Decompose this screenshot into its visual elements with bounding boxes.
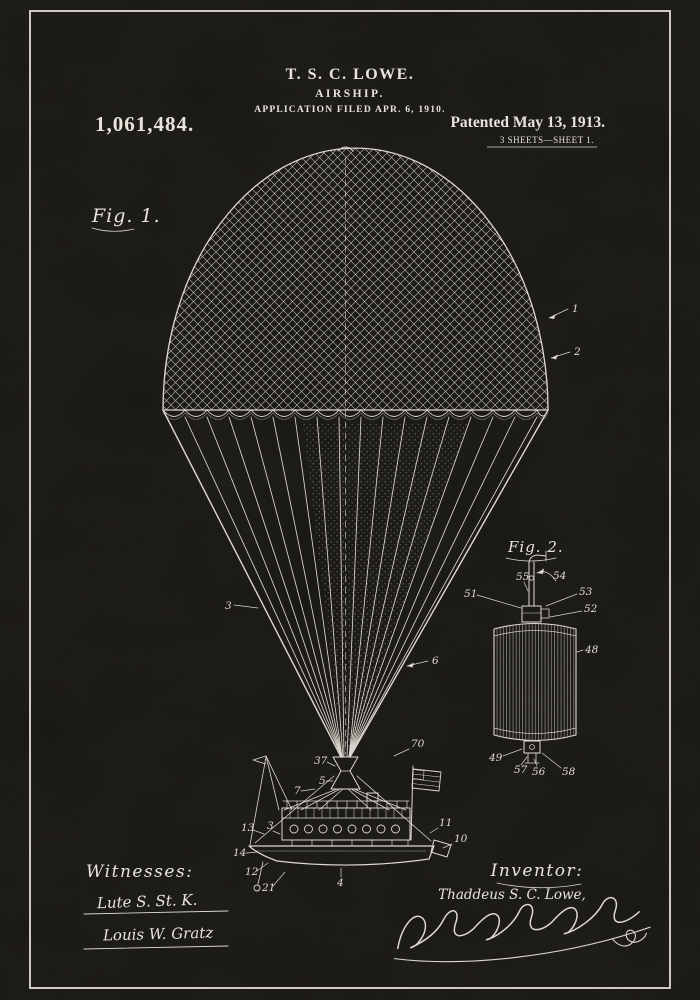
part-label-6: 6 <box>432 655 439 667</box>
part-label-3b: 3 <box>267 820 274 832</box>
part-label-2: 2 <box>573 346 581 358</box>
patent-number: 1,061,484. <box>95 112 194 136</box>
fig2-label: Fig. 2. <box>507 538 564 556</box>
part-label-10: 10 <box>454 833 468 845</box>
part-label-1: 1 <box>572 303 579 315</box>
part-label-55: 55 <box>516 571 530 583</box>
part-label-7: 7 <box>294 785 301 797</box>
patent-title: AIRSHIP. <box>315 88 385 100</box>
patent-inventor-heading: T. S. C. LOWE. <box>286 66 415 83</box>
part-label-56: 56 <box>532 766 546 778</box>
part-label-48: 48 <box>584 644 599 656</box>
part-label-3: 3 <box>225 600 232 612</box>
part-label-57: 57 <box>514 764 528 776</box>
part-label-70: 70 <box>411 738 425 750</box>
sheet-info: 3 SHEETS—SHEET 1. <box>500 135 594 145</box>
part-label-53: 53 <box>579 586 593 598</box>
witnesses-label: Witnesses: <box>86 862 193 882</box>
part-label-12: 12 <box>245 866 259 878</box>
part-label-58: 58 <box>562 766 576 778</box>
inventor-name: Thaddeus S. C. Lowe, <box>438 887 586 903</box>
part-label-13: 13 <box>241 822 255 834</box>
part-label-52: 52 <box>584 603 598 615</box>
witness-signature-1: Lute S. St. K. <box>96 891 198 913</box>
fig1-label: Fig. 1. <box>91 205 161 227</box>
part-label-54: 54 <box>553 570 566 582</box>
part-label-51: 51 <box>464 588 477 600</box>
part-label-11: 11 <box>439 817 452 829</box>
part-label-37: 37 <box>314 755 328 767</box>
part-label-49: 49 <box>488 752 503 764</box>
witness-signature-2: Louis W. Gratz <box>102 924 214 945</box>
part-label-14: 14 <box>233 847 246 859</box>
part-label-5: 5 <box>319 775 326 787</box>
application-filed-line: APPLICATION FILED APR. 6, 1910. <box>254 105 445 115</box>
part-label-21: 21 <box>261 882 275 894</box>
part-label-4: 4 <box>336 877 344 889</box>
inventor-label: Inventor: <box>490 861 584 881</box>
patent-date: Patented May 13, 1913. <box>450 114 605 131</box>
